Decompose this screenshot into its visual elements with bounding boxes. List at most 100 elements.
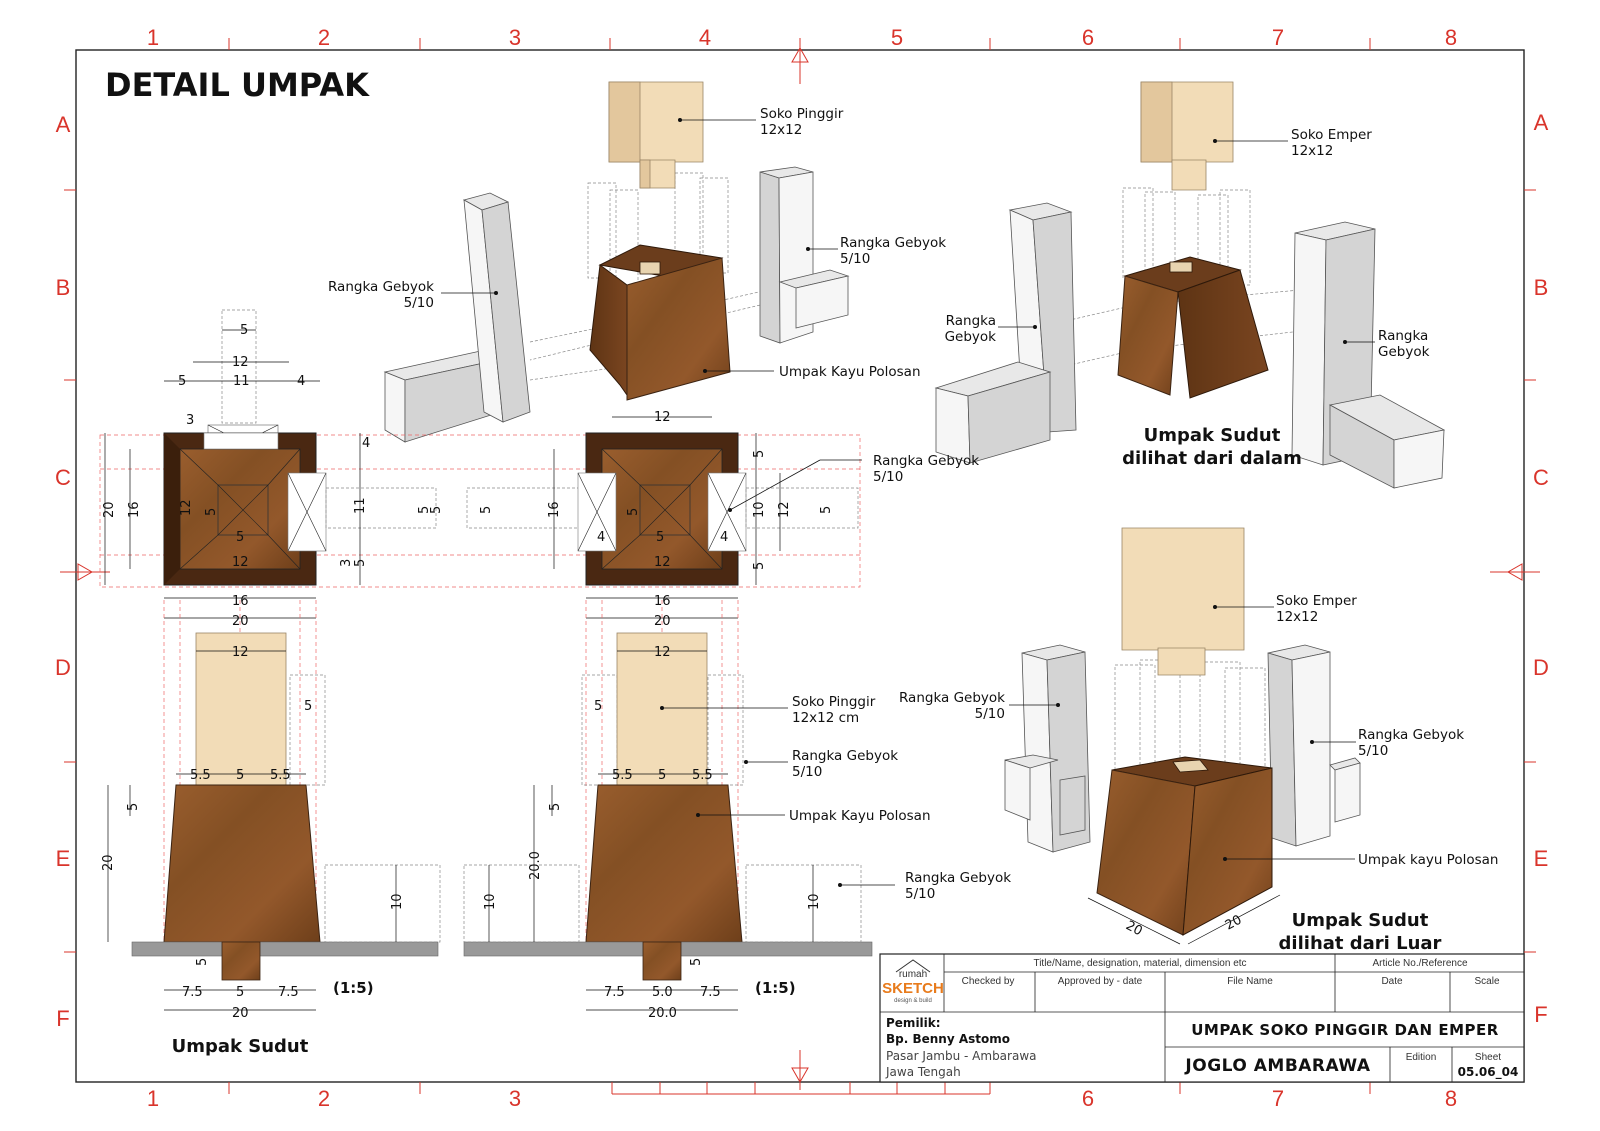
umpak-luar-left-face: [1096, 769, 1196, 936]
drawing-text: 5: [752, 562, 767, 570]
grid-col-8: 8: [1445, 25, 1457, 50]
label-rangka-luar-left: Rangka Gebyok: [899, 690, 1005, 706]
tb-owner-addr1: Pasar Jambu - Ambarawa: [886, 1049, 1037, 1063]
drawing-text: 10: [807, 893, 822, 910]
umpak-kayu-top: [626, 257, 731, 401]
label-umpak-kayu-polosan-luar: Umpak kayu Polosan: [1358, 852, 1498, 868]
drawing-text: 20.0: [648, 1006, 677, 1021]
rumah-sketch-logo: rumah SKETCH design & build: [882, 959, 944, 1004]
tb-hdr-checked: Checked by: [962, 976, 1015, 987]
drawing-text: 4: [597, 530, 605, 545]
drawing-text: 5: [479, 506, 494, 514]
drawing-text: 5.5: [270, 768, 291, 783]
drawing-text: 5: [204, 508, 219, 516]
drawing-text: 20: [101, 854, 116, 871]
drawing-text: 5.5: [612, 768, 633, 783]
iso1-labels: Soko Pinggir 12x12 Rangka Gebyok 5/10 Ra…: [328, 106, 946, 380]
drawing-text: 5: [236, 530, 244, 545]
grid-col-7: 7: [1272, 25, 1284, 50]
drawing-text: 5/10: [840, 251, 870, 267]
iso3-labels: Soko Emper 12x12 Rangka Gebyok 5/10 Rang…: [899, 593, 1499, 954]
grid-row-e-right: E: [1534, 846, 1549, 871]
drawing-text: 5/10: [792, 764, 822, 780]
tb-hdr-edition: Edition: [1406, 1052, 1437, 1063]
scale-right: (1:5): [755, 979, 796, 997]
grid-row-b: B: [56, 275, 71, 300]
tb-owner-label: Pemilik:: [886, 1016, 941, 1030]
drawing-text: 12: [232, 645, 249, 660]
drawing-text: 5: [626, 508, 641, 516]
drawing-text: 7.5: [700, 985, 721, 1000]
grid-row-b-right: B: [1534, 275, 1549, 300]
grid-row-a-right: A: [1534, 110, 1549, 135]
drawing-text: 5/10: [873, 469, 903, 485]
drawing-text: 12: [777, 501, 792, 518]
grid-col-5: 5: [891, 25, 903, 50]
drawing-text: 16: [547, 501, 562, 518]
drawing-text: 12: [654, 645, 671, 660]
grid-col-1: 1: [147, 25, 159, 50]
grid-col-3-bottom: 3: [509, 1086, 521, 1111]
label-soko-emper-top: Soko Emper: [1291, 127, 1372, 143]
tb-hdr-scale: Scale: [1474, 976, 1499, 987]
drawing-text: Gebyok: [1378, 344, 1430, 360]
elevation-left: [131, 600, 441, 981]
drawing-text: 12: [654, 555, 671, 570]
drawing-text: 5.0: [652, 985, 673, 1000]
tb-hdr-sheet: Sheet: [1475, 1052, 1501, 1063]
drawing-text: 12x12: [1276, 609, 1318, 625]
drawing-text: 5: [236, 768, 244, 783]
drawing-title: DETAIL UMPAK: [105, 66, 370, 104]
plan-right-dims: 12 5 16 5 5 4 5 4 10 12 5 5 12 5 16 20: [429, 410, 834, 629]
drawing-text: 12: [179, 499, 194, 516]
grid-row-c: C: [55, 465, 71, 490]
grid-col-4: 4: [699, 25, 711, 50]
plan-view-left: [99, 309, 861, 588]
iso-umpak-soko-pinggir: [383, 81, 850, 443]
dim-iso-luar-20b: 20: [1223, 913, 1245, 934]
drawing-text: 16: [127, 501, 142, 518]
grid-row-f: F: [56, 1006, 69, 1031]
grid-col-7-bottom: 7: [1272, 1086, 1284, 1111]
drawing-text: 5/10: [404, 295, 434, 311]
drawing-text: 20: [102, 501, 117, 518]
grid-column-labels-top: 1 2 3 4 5 6 7 8: [147, 25, 1457, 50]
drawing-text: 4: [362, 436, 370, 451]
tb-hdr-title: Title/Name, designation, material, dimen…: [1033, 958, 1246, 969]
grid-col-2: 2: [318, 25, 330, 50]
drawing-text: 7.5: [182, 985, 203, 1000]
grid-col-6: 6: [1082, 25, 1094, 50]
grid-row-d: D: [55, 655, 71, 680]
elev-right-dims: 12 5 5.5 5 5.5 5 20.0 10 10 10 5 7.5 5.0…: [483, 645, 822, 1021]
label-rangka-gebyok-elev2: Rangka Gebyok: [905, 870, 1011, 886]
drawing-text: design & build: [894, 998, 932, 1004]
label-rangka-gebyok-plan: Rangka Gebyok: [873, 453, 979, 469]
drawing-text: 5: [752, 450, 767, 458]
tb-hdr-date: Date: [1381, 976, 1403, 987]
grid-row-e: E: [56, 846, 71, 871]
elev-left-dims: 12 5 5.5 5 5.5 5 20 10 5 7.5 5 7.5 20 (1…: [101, 645, 405, 1057]
caption-luar-2: dilihat dari Luar: [1279, 933, 1442, 954]
grid-col-8-bottom: 8: [1445, 1086, 1457, 1111]
elevation-right: [463, 600, 873, 981]
soko-elev-left: [195, 632, 287, 786]
grid-col-3: 3: [509, 25, 521, 50]
caption-dalam-1: Umpak Sudut: [1144, 425, 1281, 446]
drawing-text: 5: [417, 506, 432, 514]
drawing-text: 3: [186, 413, 194, 428]
label-rangka-gebyok-top-right: Rangka Gebyok: [840, 235, 946, 251]
iso2-labels: Soko Emper 12x12 Rangka Gebyok Rangka Ge…: [945, 127, 1430, 469]
elev-labels: Soko Pinggir 12x12 cm Rangka Gebyok 5/10…: [660, 694, 1011, 902]
drawing-text: SKETCH: [882, 980, 944, 997]
drawing-text: 5: [689, 958, 704, 966]
grid-col-1-bottom: 1: [147, 1086, 159, 1111]
label-umpak-kayu-polosan-elev: Umpak Kayu Polosan: [789, 808, 931, 824]
iso-umpak-dari-dalam: [934, 81, 1446, 489]
drawing-text: 5: [548, 803, 563, 811]
drawing-text: 12x12: [1291, 143, 1333, 159]
drawing-text: 5: [240, 323, 248, 338]
drawing-text: 20.0: [528, 851, 543, 880]
plan-view-right: [466, 432, 859, 586]
grid-col-6-bottom: 6: [1082, 1086, 1094, 1111]
